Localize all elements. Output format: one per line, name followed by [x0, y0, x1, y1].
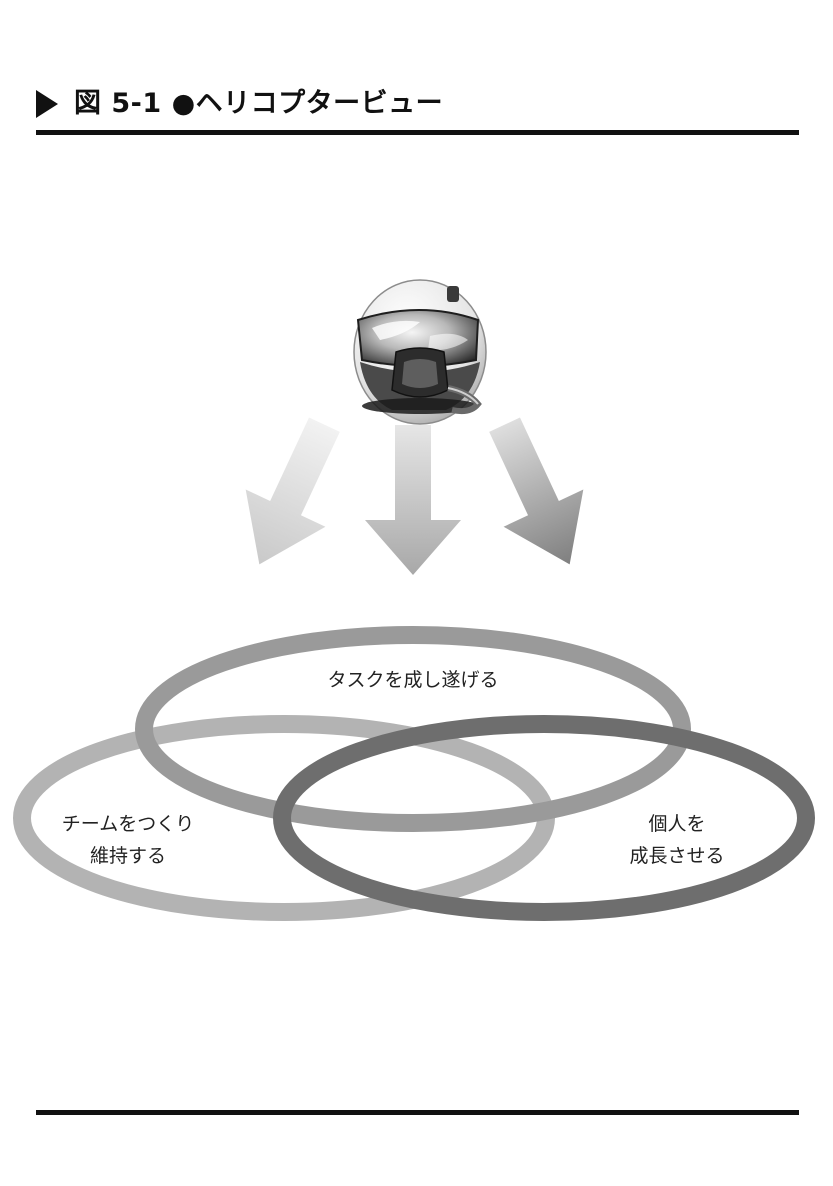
figure-header: 図 5-1 ●ヘリコプタービュー [36, 84, 798, 128]
label-team-line1: チームをつくり [62, 813, 194, 835]
label-individual-line1: 個人を [648, 813, 705, 835]
pilot-helmet-icon [353, 279, 487, 425]
label-task: タスクを成し遂げる [327, 669, 498, 691]
bottom-rule [36, 1110, 799, 1115]
arrow-right-icon [489, 417, 584, 565]
triangle-marker-icon [36, 90, 58, 118]
ring-individual [273, 715, 815, 921]
arrow-left-icon [245, 417, 340, 565]
top-rule [36, 130, 799, 135]
figure-title: 図 5-1 ●ヘリコプタービュー [74, 88, 444, 119]
label-team-line2: 維持する [90, 845, 166, 867]
label-individual-line2: 成長させる [629, 845, 724, 867]
arrow-center-icon [365, 425, 461, 575]
venn-rings [13, 626, 815, 921]
